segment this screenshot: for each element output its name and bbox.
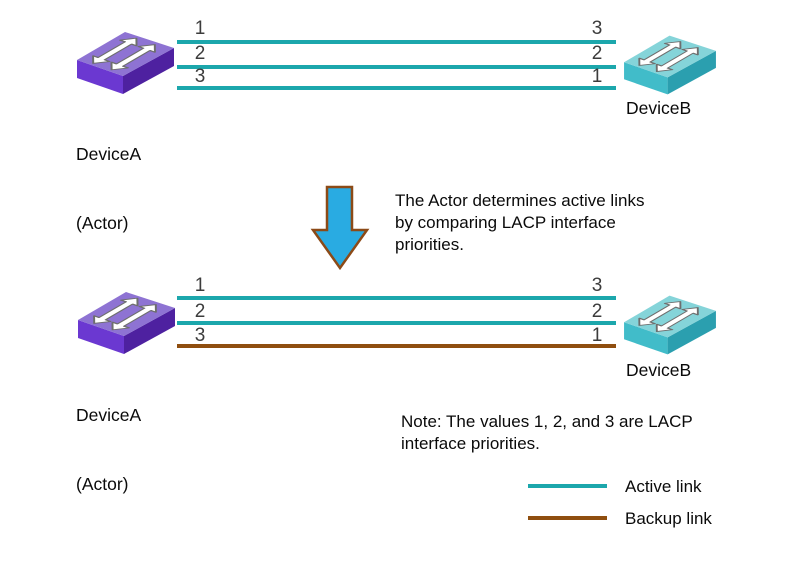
priority-label: 2 bbox=[591, 43, 603, 64]
switch-icon bbox=[624, 35, 716, 95]
priority-label: 1 bbox=[194, 18, 206, 39]
link-line bbox=[177, 296, 616, 300]
switch-arrows-icon bbox=[638, 41, 699, 72]
link-line bbox=[177, 321, 616, 325]
device-a-name: DeviceA bbox=[76, 405, 142, 425]
legend-active-label: Active link bbox=[625, 477, 702, 496]
device-b-label: DeviceB bbox=[626, 98, 692, 118]
legend-backup-label: Backup link bbox=[625, 509, 712, 528]
priority-label: 1 bbox=[194, 275, 206, 296]
switch-icon bbox=[78, 292, 175, 354]
backup-link-swatch bbox=[528, 516, 607, 520]
active-link-swatch bbox=[528, 484, 607, 488]
down-arrow-icon bbox=[310, 185, 370, 271]
device-a-label: DeviceA (Actor) bbox=[76, 358, 141, 542]
priority-label: 3 bbox=[194, 66, 206, 87]
device-a-name: DeviceA bbox=[76, 144, 142, 164]
link-line bbox=[177, 86, 616, 90]
switch-arrows-icon bbox=[93, 297, 157, 331]
device-a-role: (Actor) bbox=[76, 474, 129, 494]
priority-label: 3 bbox=[591, 18, 603, 39]
priority-label: 3 bbox=[194, 325, 206, 346]
link-line bbox=[177, 65, 616, 69]
link-line bbox=[177, 40, 616, 44]
priority-label: 2 bbox=[591, 301, 603, 322]
note-text: Note: The values 1, 2, and 3 are LACP in… bbox=[401, 412, 693, 453]
priority-label: 2 bbox=[194, 301, 206, 322]
switch-icon bbox=[77, 32, 174, 94]
device-a-label: DeviceA (Actor) bbox=[76, 97, 141, 281]
priority-label: 1 bbox=[591, 66, 603, 87]
transition-caption: The Actor determines active links by com… bbox=[395, 191, 645, 254]
priority-label: 2 bbox=[194, 43, 206, 64]
priority-label: 1 bbox=[591, 325, 603, 346]
device-a-role: (Actor) bbox=[76, 213, 129, 233]
priority-label: 3 bbox=[591, 275, 603, 296]
switch-arrows-icon bbox=[92, 37, 156, 71]
device-b-label: DeviceB bbox=[626, 360, 692, 380]
switch-arrows-icon bbox=[638, 301, 699, 332]
link-line bbox=[177, 344, 616, 348]
switch-icon bbox=[624, 295, 716, 355]
